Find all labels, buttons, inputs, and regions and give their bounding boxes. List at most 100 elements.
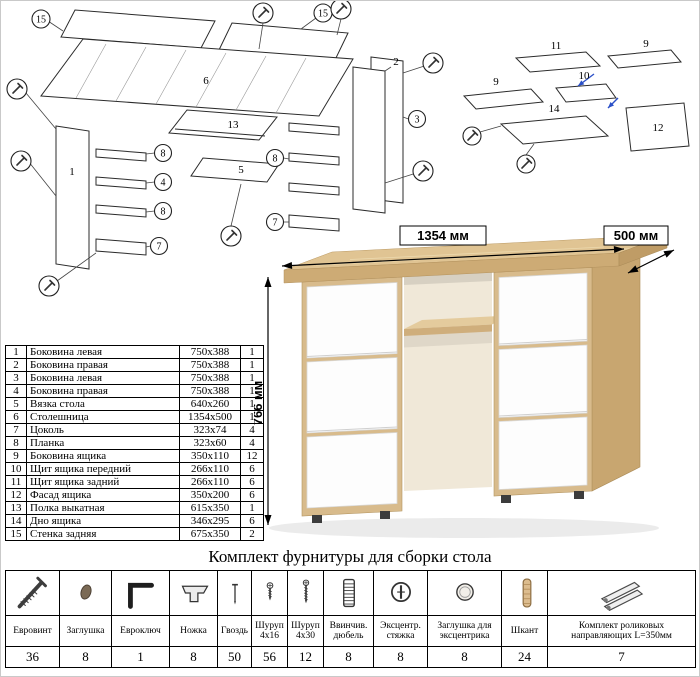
part-number: 15 <box>5 527 27 541</box>
keyboard-tray-front <box>404 324 492 336</box>
dimension-height: 766 мм <box>254 277 272 525</box>
part-label-6: 6 <box>203 75 209 87</box>
hardware-icon-cell <box>323 570 374 616</box>
screw-short-icon <box>266 582 274 601</box>
part-number: 3 <box>5 371 27 385</box>
part-number: 4 <box>5 384 27 398</box>
hardware-qty: 8 <box>427 646 502 668</box>
hardware-name: Гвоздь <box>217 615 252 647</box>
hardware-icon-cell <box>251 570 288 616</box>
cam-lock-icon <box>390 582 411 603</box>
part-name: Полка выкатная <box>26 501 180 515</box>
part-name: Фасад ящика <box>26 488 180 502</box>
callout-label: 15 <box>36 15 46 26</box>
cap-plug-icon <box>79 584 92 600</box>
hardware-name: Ввинчив. дюбель <box>323 615 374 647</box>
hardware-name: Комплект роликовых направляющих L=350мм <box>547 615 696 647</box>
part-name: Щит ящика передний <box>26 462 180 476</box>
left-slat-2 <box>95 176 147 190</box>
main-exploded-diagram: 15 15 8 4 8 7 3 8 7 6 13 1 2 5 <box>6 1 444 297</box>
part-number: 10 <box>5 462 27 476</box>
part-size: 350x200 <box>179 488 241 502</box>
part-name: Стенка задняя <box>26 527 180 541</box>
part-size: 750x388 <box>179 345 241 359</box>
wooden-dowel-icon <box>522 578 532 608</box>
part-qty: 4 <box>240 436 264 450</box>
part-name: Боковина правая <box>26 384 180 398</box>
left-slat-1 <box>95 148 147 162</box>
left-slat-3 <box>95 204 147 218</box>
part-label-12: 12 <box>653 122 664 134</box>
part-name: Боковина левая <box>26 371 180 385</box>
drawer-back-panel <box>514 51 602 73</box>
right-slat-2 <box>288 152 340 166</box>
part-size: 1354x500 <box>179 410 241 424</box>
exploded-desk-parts <box>40 9 404 270</box>
hardware-icon-cell <box>501 570 548 616</box>
part-size: 323x74 <box>179 423 241 437</box>
part-name: Дно ящика <box>26 514 180 528</box>
drawer-front-panel <box>555 83 617 103</box>
hardware-icon-cell <box>217 570 252 616</box>
callout-label: 8 <box>273 154 278 165</box>
desk-foot <box>501 495 511 503</box>
callout-label: 7 <box>273 218 278 229</box>
part-number: 6 <box>5 410 27 424</box>
assembly-direction-arrows <box>577 73 619 109</box>
drawer-front <box>306 432 398 509</box>
drawer-exploded-diagram: 11 9 9 10 14 12 <box>462 38 690 174</box>
hardware-name: Ножка <box>169 615 218 647</box>
part-size: 350x110 <box>179 449 241 463</box>
drawer-hardware-callouts <box>462 126 536 174</box>
hardware-icon-cell <box>5 570 60 616</box>
hardware-icon-cell <box>169 570 218 616</box>
part-size: 675x350 <box>179 527 241 541</box>
leg-glide-icon <box>181 585 209 603</box>
hardware-name: Шуруп 4x16 <box>251 615 288 647</box>
part-label-13: 13 <box>228 119 240 131</box>
right-slat-3 <box>288 182 340 196</box>
right-pedestal-side <box>591 242 641 492</box>
hardware-names-row: Евровинт Заглушка Евроключ Ножка Гвоздь … <box>5 615 696 647</box>
brace-panel <box>190 157 280 183</box>
part-size: 323x60 <box>179 436 241 450</box>
floor-shadow <box>269 518 659 538</box>
cam-cap-icon <box>455 583 474 601</box>
drawer-parts <box>462 49 690 152</box>
hardware-icon-cell <box>287 570 324 616</box>
drawer-front <box>306 357 398 434</box>
screw-long-icon <box>302 579 310 604</box>
hardware-qty: 8 <box>323 646 374 668</box>
part-label-10: 10 <box>579 70 591 82</box>
dimension-width: 1354 мм <box>281 225 625 269</box>
part-size: 266x110 <box>179 462 241 476</box>
part-name: Щит ящика задний <box>26 475 180 489</box>
part-size: 640x260 <box>179 397 241 411</box>
dimension-depth: 500 мм <box>603 225 675 274</box>
hardware-qty: 36 <box>5 646 60 668</box>
part-number: 7 <box>5 423 27 437</box>
drawer-front <box>498 344 588 418</box>
side-panel-2 <box>352 66 386 214</box>
part-label-5: 5 <box>238 164 244 176</box>
part-name: Планка <box>26 436 180 450</box>
drawer-front <box>498 272 588 346</box>
drawer-front <box>306 282 398 359</box>
part-number: 9 <box>5 449 27 463</box>
callout-label: 8 <box>161 207 166 218</box>
hardware-qty: 12 <box>287 646 324 668</box>
part-size: 750x388 <box>179 371 241 385</box>
part-number: 1 <box>5 345 27 359</box>
part-label-11: 11 <box>551 40 562 52</box>
drawer-side-right <box>607 49 682 69</box>
width-dimension-label: 1354 мм <box>417 228 469 243</box>
part-name: Столешница <box>26 410 180 424</box>
keyboard-tray-top <box>404 315 510 329</box>
hardware-name: Заглушка для эксцентрика <box>427 615 502 647</box>
